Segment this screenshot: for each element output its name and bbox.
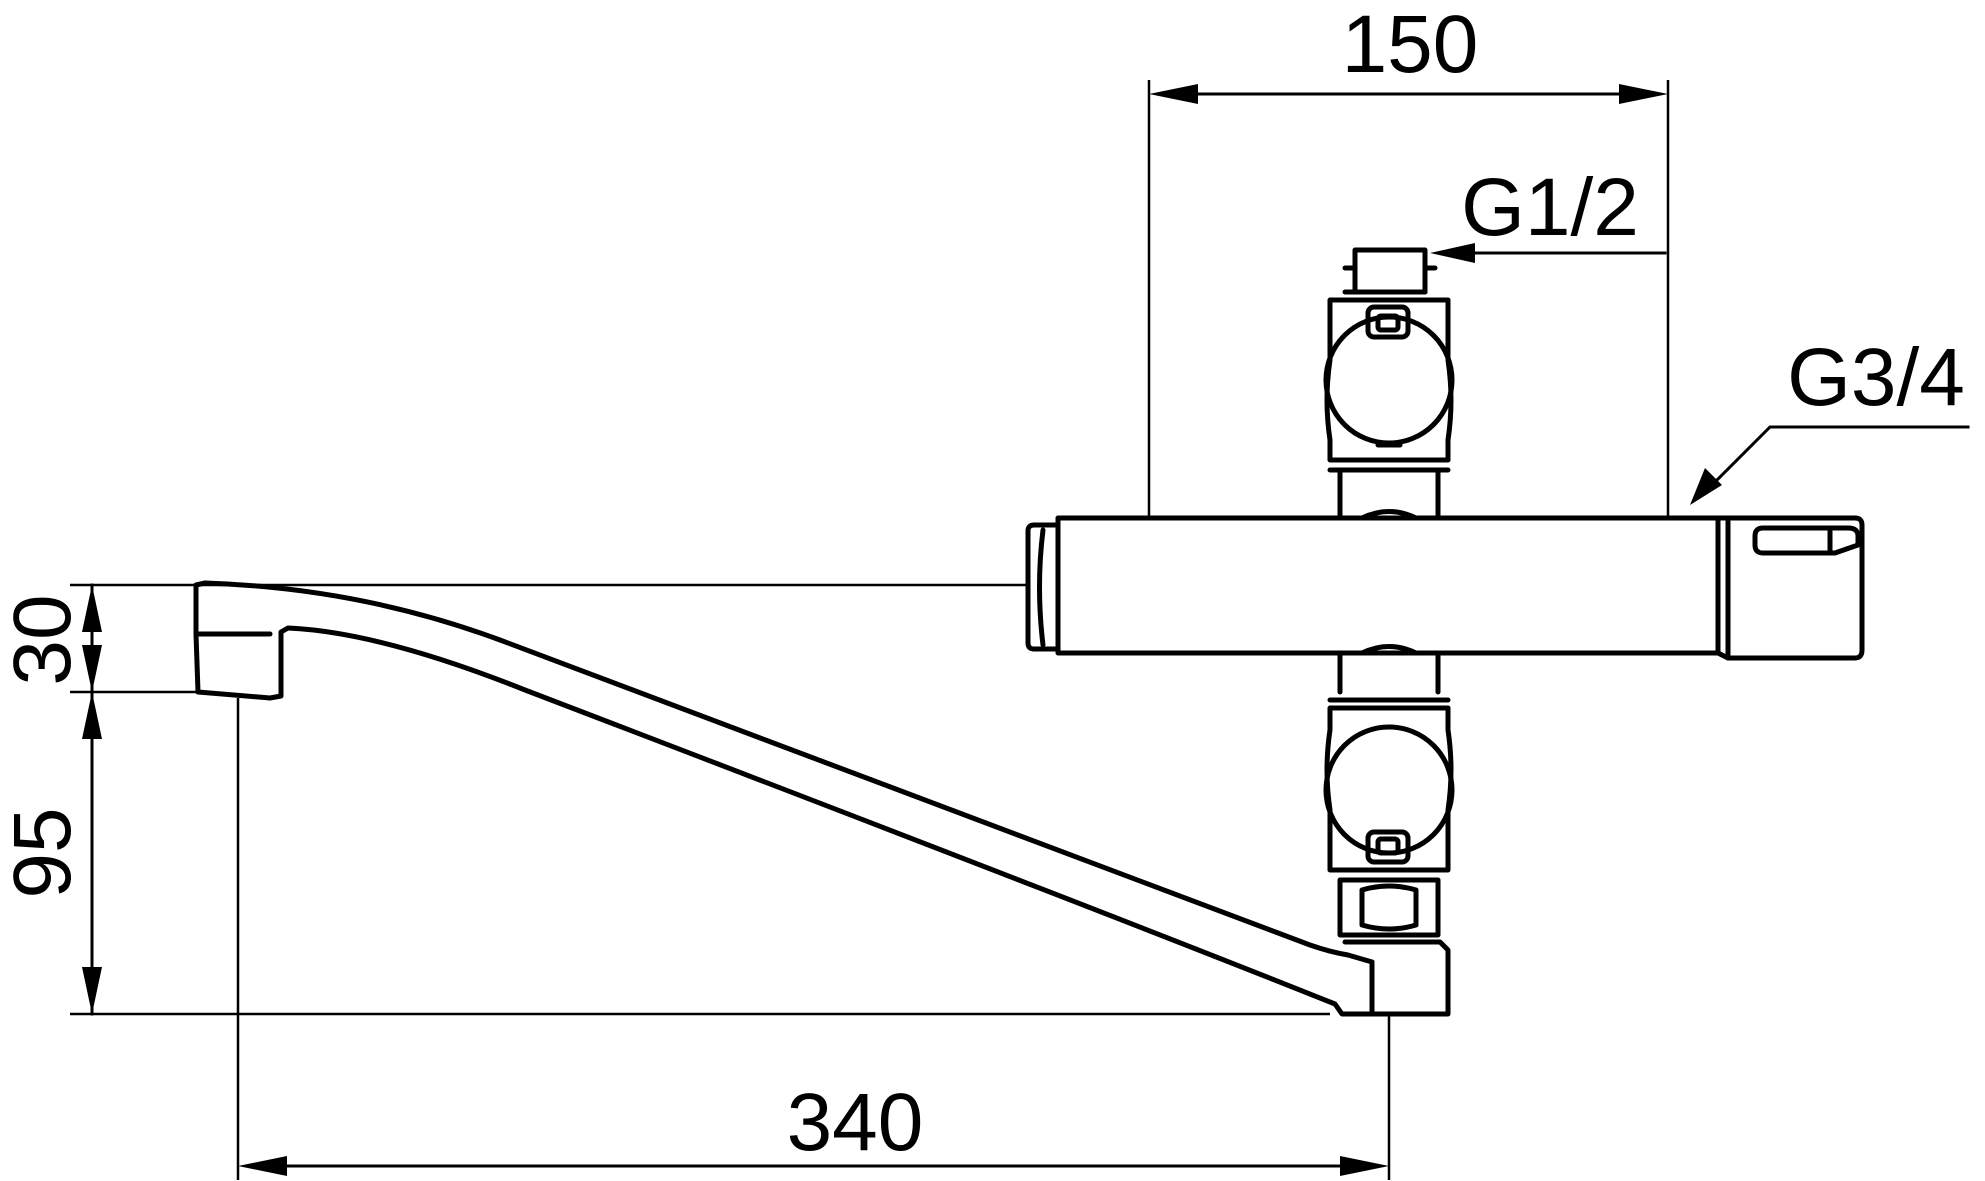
top-valve-knob-inner	[1375, 313, 1401, 333]
bottom-valve-knob	[1365, 829, 1411, 865]
mixer-body	[1025, 515, 1865, 661]
top-valve-knob	[1365, 304, 1411, 340]
bottom-joint	[1342, 939, 1451, 1017]
dimension-reach: 340	[236, 698, 1391, 1180]
left-cap-inner	[1037, 527, 1046, 648]
top-connector	[1323, 247, 1455, 521]
leader-g34-line	[1707, 425, 1970, 490]
label-g12: G1/2	[1461, 162, 1639, 253]
bottom-nut	[1337, 877, 1441, 938]
dimension-width: 150	[1147, 0, 1670, 518]
left-end-cap	[1025, 522, 1061, 652]
arrow-95-bottom	[82, 967, 102, 1014]
dimension-heights: 30 95	[0, 583, 1330, 1016]
spout	[193, 580, 1375, 1017]
bottom-valve-knob-inner	[1375, 836, 1401, 856]
bottom-nut-flats	[1359, 883, 1419, 932]
arrow-30-bottom	[82, 645, 102, 692]
arrow-95-top	[82, 692, 102, 739]
leader-inlet: G1/2	[1430, 162, 1667, 263]
top-housing	[1324, 297, 1454, 463]
spout-arm	[193, 580, 1375, 1017]
dim-label-30: 30	[0, 594, 88, 685]
leader-g12-arrow	[1430, 243, 1475, 263]
leader-outlet: G3/4	[1690, 332, 1970, 505]
bottom-connector	[1323, 644, 1455, 1017]
arrow-340-right	[1340, 1156, 1389, 1176]
top-nut-cap	[1352, 247, 1428, 295]
label-g34: G3/4	[1787, 332, 1965, 423]
right-handle	[1715, 515, 1865, 661]
arrow-30-top	[82, 585, 102, 632]
dim-label-95: 95	[0, 807, 88, 898]
arrow-left	[1149, 84, 1198, 104]
handle-indicator	[1752, 525, 1861, 556]
arrow-340-left	[238, 1156, 287, 1176]
dim-label-340: 340	[787, 1077, 924, 1168]
dim-label-150: 150	[1342, 0, 1479, 90]
top-neck	[1327, 467, 1451, 521]
top-nut-ears	[1342, 265, 1438, 295]
bottom-housing	[1324, 705, 1454, 873]
arrow-right	[1619, 84, 1668, 104]
leader-g34-arrow	[1690, 468, 1722, 505]
body-tube	[1055, 515, 1721, 656]
bottom-neck	[1327, 644, 1451, 703]
